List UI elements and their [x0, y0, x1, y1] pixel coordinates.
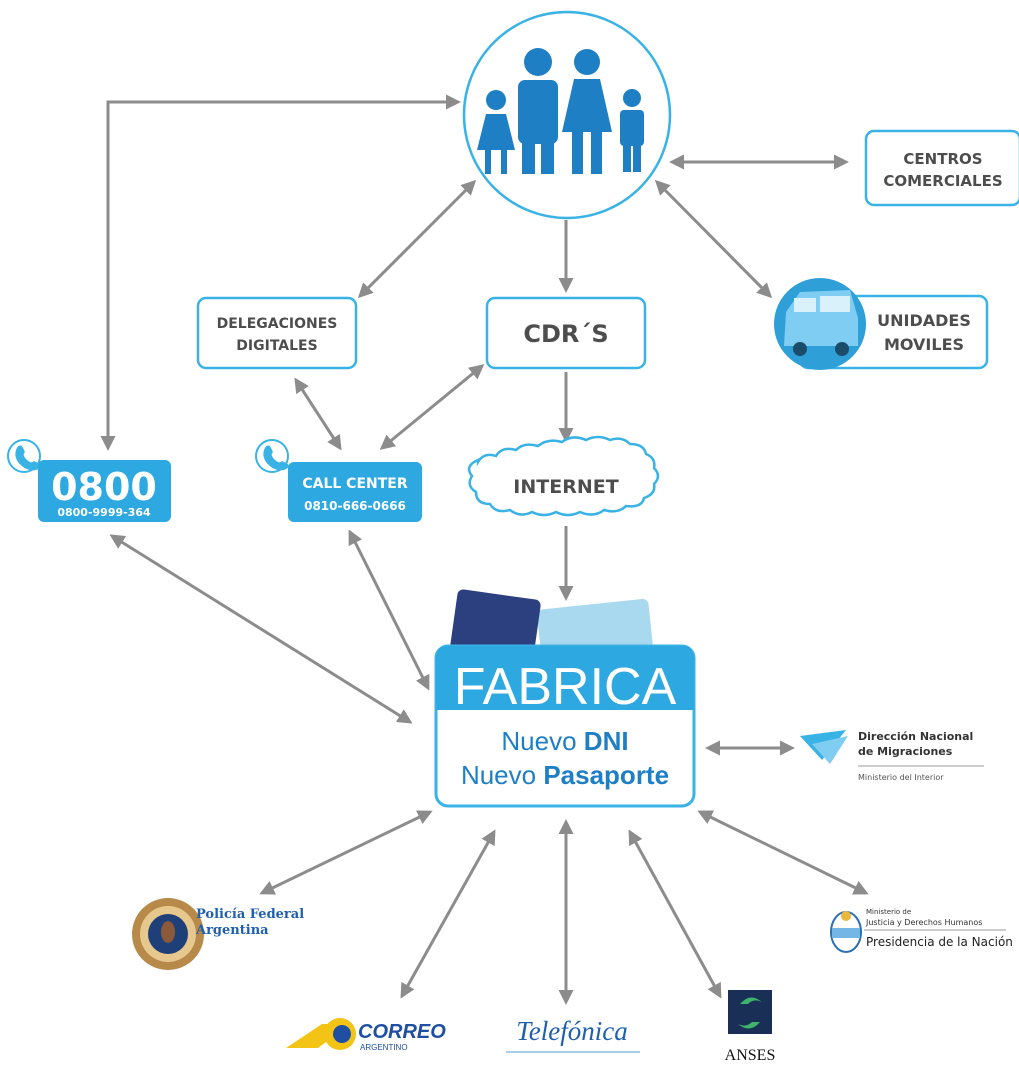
- migraciones-line1: Dirección Nacional: [858, 730, 973, 743]
- partner-justicia: Ministerio de Justicia y Derechos Humano…: [830, 908, 1013, 953]
- node-cdrs: CDR´S: [485, 296, 647, 370]
- cloud-icon: [467, 435, 660, 517]
- partner-correo: CORREO ARGENTINO: [286, 1018, 446, 1052]
- justicia-line3: Presidencia de la Nación: [866, 935, 1013, 949]
- correo-line2: ARGENTINO: [360, 1043, 408, 1052]
- arrow-family-delegaciones: [357, 179, 477, 299]
- node-0800: 0800 0800-9999-364: [7, 439, 171, 522]
- arrow-family-unidades: [654, 179, 773, 299]
- node-fabrica: FABRICA Nuevo DNI Nuevo Pasaporte: [434, 589, 696, 808]
- partner-anses: ANSES: [725, 990, 776, 1064]
- 0800-big-label: 0800: [51, 465, 157, 509]
- coat-of-arms-icon: [830, 911, 862, 953]
- telefonica-label: Telefónica: [516, 1016, 628, 1046]
- fabrica-line2-light: Nuevo: [461, 760, 536, 790]
- node-delegaciones-digitales: DELEGACIONES DIGITALES: [196, 296, 358, 370]
- connector-arrows: [100, 94, 869, 1005]
- delegaciones-label-line1: DELEGACIONES: [217, 316, 338, 332]
- centros-label-line1: CENTROS: [903, 150, 982, 168]
- policia-line1: Policía Federal: [196, 907, 304, 922]
- arrow-fabrica-anses: [628, 829, 722, 999]
- fabrica-line1: Nuevo DNI: [501, 726, 628, 756]
- node-centros-comerciales: CENTROS COMERCIALES: [864, 129, 1019, 207]
- callcenter-number: 0810-666-0666: [304, 499, 406, 513]
- phone-icon: [7, 439, 41, 473]
- unidades-label-line2: MOVILES: [884, 335, 964, 354]
- arrow-0800-fabrica: [109, 534, 413, 724]
- fabrica-line1-bold: DNI: [584, 726, 629, 756]
- arrow-fabrica-justicia: [697, 810, 869, 895]
- fabrica-line1-light: Nuevo: [501, 726, 576, 756]
- migraciones-logo: [800, 730, 848, 764]
- unidades-label-line1: UNIDADES: [877, 311, 971, 330]
- migraciones-line2: de Migraciones: [858, 745, 953, 758]
- policia-line2: Argentina: [195, 923, 269, 938]
- node-call-center: CALL CENTER 0810-666-0666: [255, 439, 422, 522]
- cdrs-label: CDR´S: [523, 320, 608, 348]
- correo-logo-icon: [286, 1018, 356, 1050]
- arrow-fabrica-correo: [400, 829, 496, 999]
- node-unidades-moviles: UNIDADES MOVILES: [774, 278, 989, 370]
- arrow-callcenter-fabrica: [348, 529, 430, 691]
- delegaciones-label-line2: DIGITALES: [236, 338, 317, 354]
- callcenter-title: CALL CENTER: [302, 476, 407, 492]
- 0800-number: 0800-9999-364: [57, 506, 151, 519]
- policia-badge-icon: [132, 898, 204, 970]
- justicia-line1: Ministerio de: [866, 908, 911, 916]
- arrow-family-0800: [100, 94, 461, 451]
- family-node: [462, 10, 672, 220]
- phone-icon: [255, 439, 289, 473]
- arrow-cdrs-callcenter: [379, 364, 485, 450]
- anses-label: ANSES: [725, 1047, 776, 1064]
- fabrica-title: FABRICA: [454, 658, 677, 716]
- van-icon: [774, 278, 866, 370]
- correo-line1: CORREO: [358, 1021, 446, 1043]
- node-internet: INTERNET: [467, 435, 660, 517]
- family-icon: [477, 48, 644, 174]
- partner-telefonica: Telefónica: [506, 1016, 640, 1053]
- justicia-line2: Justicia y Derechos Humanos: [865, 918, 982, 927]
- internet-label: INTERNET: [513, 476, 618, 498]
- fabrica-line2: Nuevo Pasaporte: [461, 760, 669, 790]
- anses-logo-icon: [728, 990, 772, 1034]
- arrow-delegaciones-callcenter: [294, 377, 342, 451]
- migraciones-sub: Ministerio del Interior: [858, 773, 944, 782]
- arrow-fabrica-policia: [259, 810, 433, 895]
- centros-label-line2: COMERCIALES: [883, 172, 1002, 190]
- partner-policia: Policía Federal Argentina: [132, 898, 304, 970]
- partner-migraciones: Dirección Nacional de Migraciones Minist…: [800, 730, 984, 782]
- fabrica-line2-bold: Pasaporte: [543, 760, 669, 790]
